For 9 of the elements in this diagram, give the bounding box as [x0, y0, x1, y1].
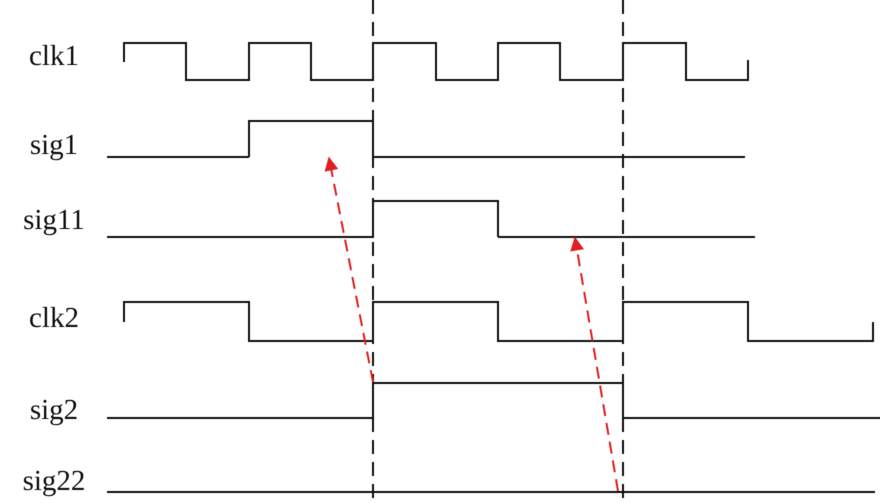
- signal-label: sig22: [22, 465, 86, 497]
- arrow: [570, 236, 619, 492]
- waveform-segment: [248, 120, 374, 158]
- signal-label: sig11: [22, 204, 86, 236]
- signal-label: sig1: [28, 129, 80, 161]
- arrow: [324, 156, 374, 382]
- signal-label: clk2: [28, 302, 80, 334]
- signal-label: clk1: [28, 40, 80, 72]
- signal-label: sig2: [28, 394, 80, 426]
